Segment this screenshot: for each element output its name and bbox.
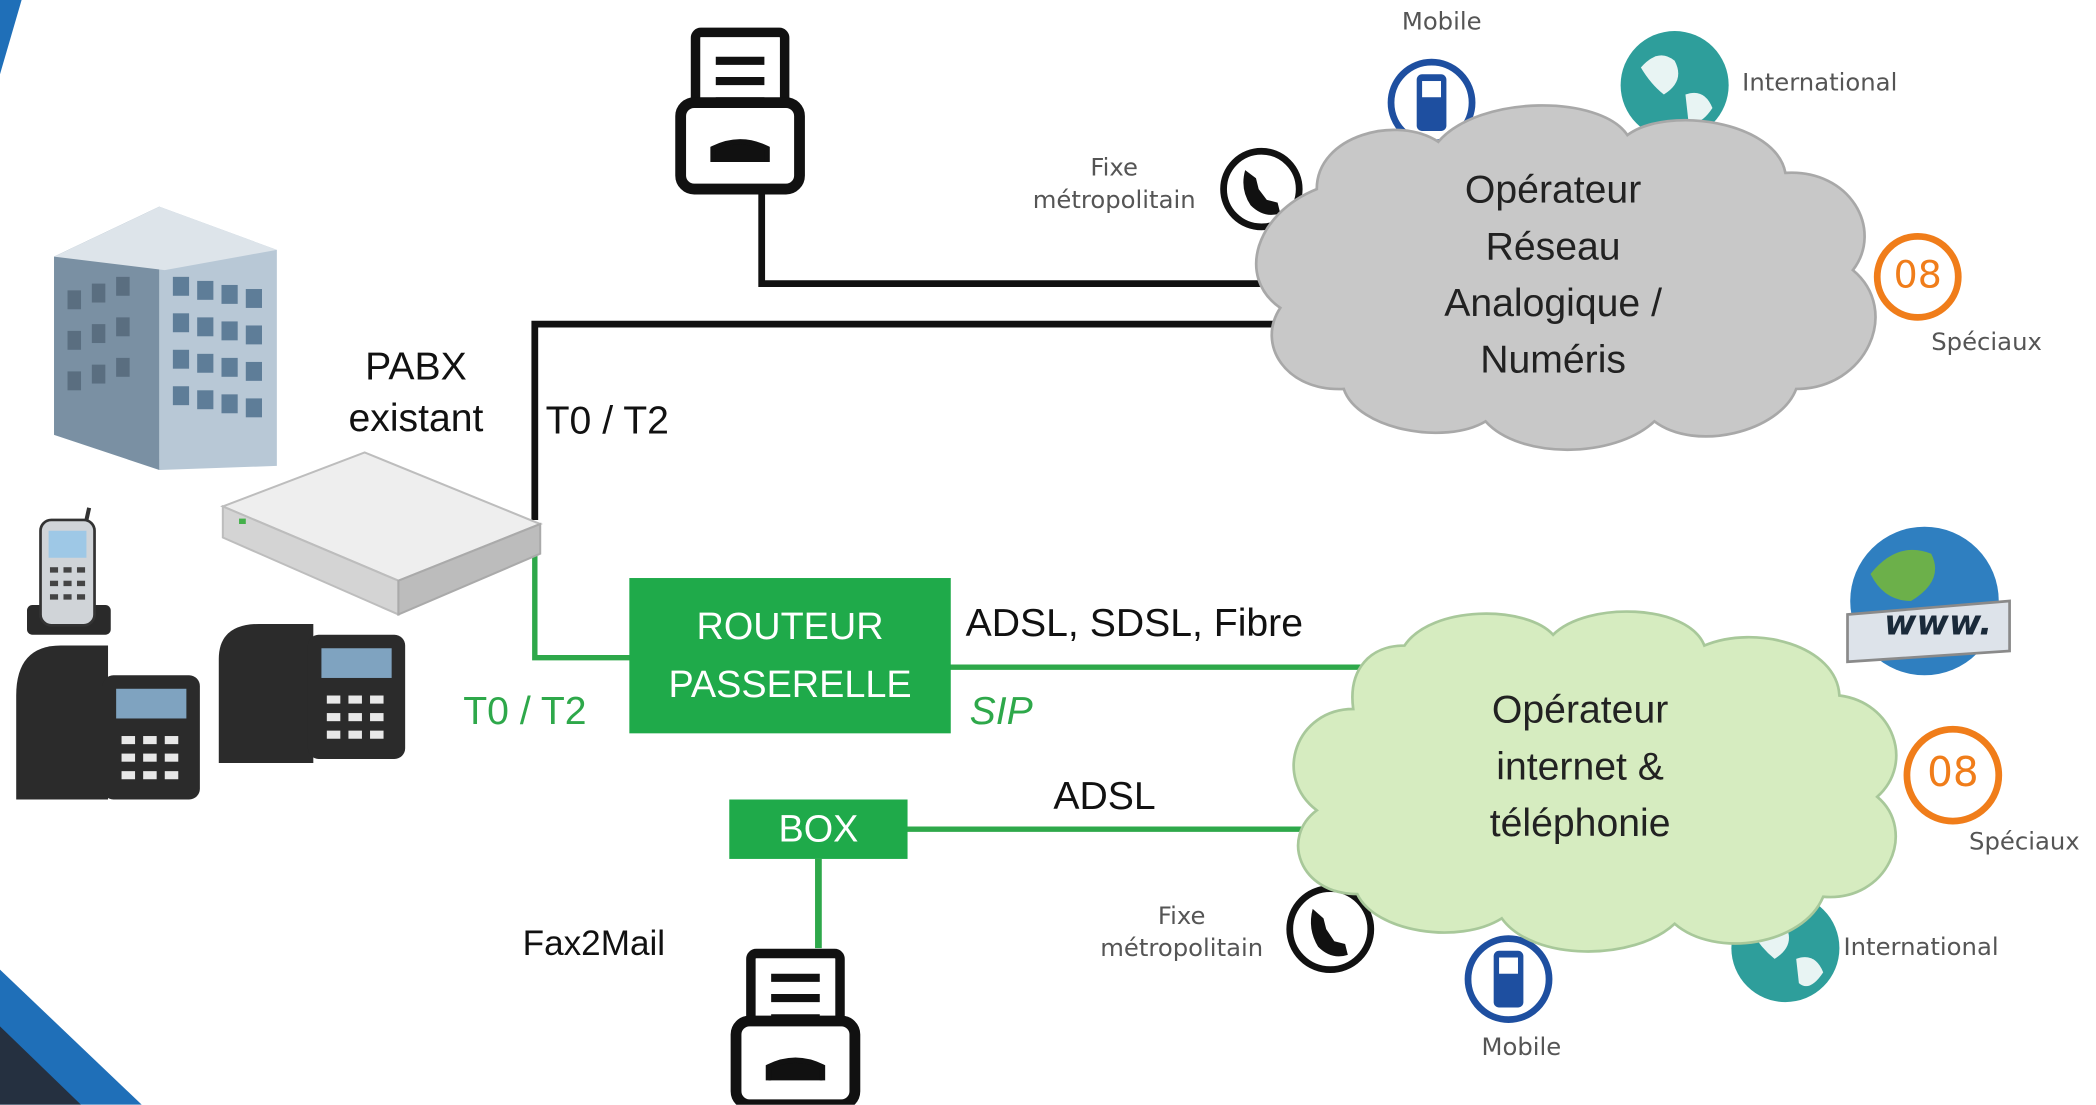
t0-t2-green-link-label: T0 / T2	[463, 690, 587, 734]
cloud-internet-line3: téléphonie	[1489, 802, 1671, 846]
speciaux-label-top: Spéciaux	[1931, 328, 2042, 357]
desk-phone-icon	[16, 645, 200, 800]
fixe-label-top: Fixe métropolitain	[1013, 153, 1216, 219]
cloud-internet-line1: Opérateur	[1491, 688, 1669, 732]
mobile-label-bottom: Mobile	[1481, 1033, 1562, 1062]
badge-08-bottom: 08	[1927, 749, 1979, 797]
badge-08-top: 08	[1893, 252, 1942, 298]
pabx-label: PABX existant	[321, 343, 510, 445]
pabx-analog-line	[531, 320, 1281, 520]
www-label: www.	[1883, 603, 1993, 645]
adsl-sdsl-fibre-label: ADSL, SDSL, Fibre	[965, 602, 1304, 646]
landline-phone-icon	[1220, 147, 1303, 231]
www-globe-icon	[1846, 526, 2011, 676]
office-building-icon	[54, 206, 277, 470]
pabx-label-line2: existant	[348, 396, 484, 440]
cloud-analog-line1: Opérateur	[1464, 168, 1642, 213]
analog-operator-cloud-text: Opérateur Réseau Analogique / Numéris	[1418, 162, 1688, 389]
cloud-analog-line3: Analogique /	[1444, 282, 1662, 326]
mobile-phone-icon	[1387, 58, 1476, 147]
special-numbers-badge-icon	[1903, 725, 2003, 825]
international-label-bottom: International	[1843, 933, 1999, 962]
cloud-analog-line4: Numéris	[1480, 339, 1627, 383]
fixe-line1-top: Fixe	[1090, 153, 1138, 183]
box-label: BOX	[778, 807, 859, 850]
desk-phone-icon	[218, 623, 406, 764]
adsl-label: ADSL	[1053, 775, 1156, 819]
fixe-line2-top: métropolitain	[1032, 186, 1196, 216]
globe-icon	[1620, 31, 1729, 140]
pabx-device-icon	[220, 451, 543, 617]
cordless-phone-icon	[27, 507, 111, 635]
special-numbers-badge-icon	[1873, 232, 1962, 321]
internet-operator-cloud-text: Opérateur internet & téléphonie	[1445, 682, 1715, 852]
fax-machine-icon	[675, 27, 805, 195]
pabx-router-line	[532, 553, 633, 661]
pabx-label-line1: PABX	[365, 345, 467, 389]
corner-accent-top	[0, 0, 22, 75]
fixe-line1-bottom: Fixe	[1157, 902, 1206, 931]
mobile-phone-icon	[1464, 935, 1553, 1024]
fax-analog-line	[758, 191, 1281, 287]
landline-phone-icon	[1286, 885, 1375, 974]
cloud-analog-line2: Réseau	[1485, 225, 1621, 269]
cloud-internet-line2: internet &	[1496, 745, 1664, 789]
speciaux-label-bottom: Spéciaux	[1969, 827, 2080, 857]
box-device: BOX	[729, 799, 908, 859]
fixe-label-bottom: Fixe métropolitain	[1080, 901, 1283, 967]
router-line1: ROUTEUR	[696, 605, 884, 647]
fax2mail-label: Fax2Mail	[522, 922, 666, 963]
analog-operator-cloud	[1254, 104, 1877, 451]
fax-machine-icon	[730, 948, 861, 1105]
router-line2: PASSERELLE	[668, 663, 912, 706]
internet-operator-cloud	[1292, 610, 1898, 953]
mobile-label-top: Mobile	[1401, 8, 1482, 37]
international-label-top: International	[1742, 68, 1898, 98]
fixe-line2-bottom: métropolitain	[1100, 934, 1264, 964]
router-gateway-box: ROUTEUR PASSERELLE	[629, 578, 951, 734]
sip-label: SIP	[969, 690, 1033, 734]
t0-t2-link-label: T0 / T2	[545, 399, 669, 443]
